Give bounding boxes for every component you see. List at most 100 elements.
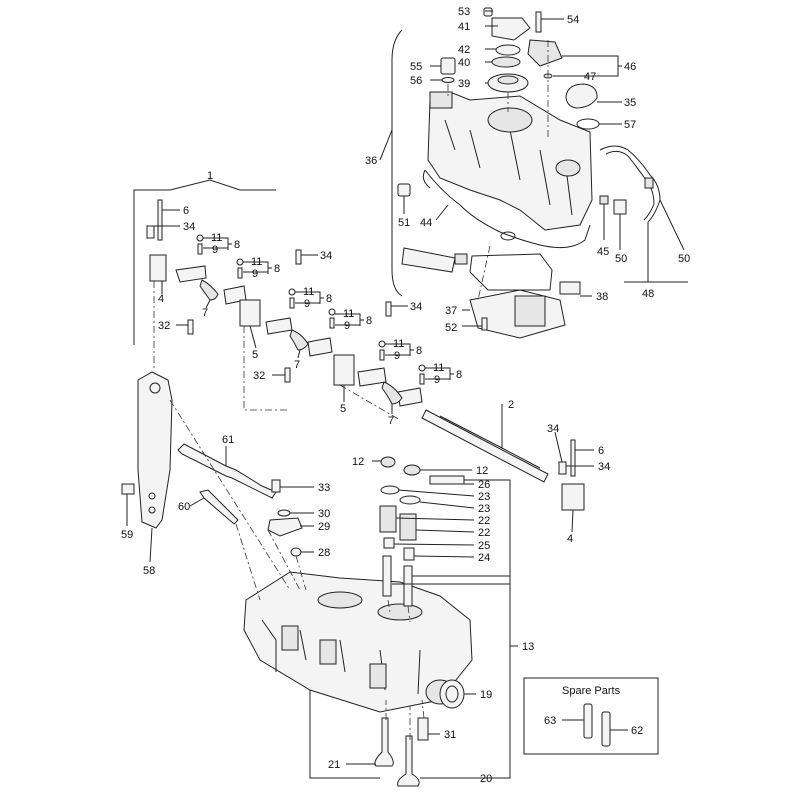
callout-32a: 32: [158, 320, 170, 332]
callout-5a: 5: [252, 349, 258, 361]
callout-40: 40: [458, 57, 470, 69]
callout-19: 19: [480, 689, 492, 701]
bracket-5a: [239, 299, 261, 327]
callout-37: 37: [445, 305, 457, 317]
callout-9e: 9: [394, 350, 400, 362]
spare-parts-frame: [523, 677, 659, 755]
valve-21: [374, 717, 394, 767]
guide-2: [403, 565, 413, 607]
callout-34c: 34: [410, 301, 422, 313]
callout-34d: 34: [547, 423, 559, 435]
rocker-arm-group: [133, 179, 594, 533]
guide-1: [382, 555, 392, 597]
callout-8a: 8: [234, 239, 240, 251]
retainer-23b: [399, 495, 421, 505]
callout-60: 60: [178, 501, 190, 513]
callout-23a: 23: [478, 491, 490, 503]
callout-53: 53: [458, 6, 470, 18]
callout-9b: 9: [252, 268, 258, 280]
callout-50a: 50: [615, 253, 627, 265]
bolt-52: [481, 317, 488, 331]
callout-51: 51: [398, 217, 410, 229]
hose-48: [599, 145, 661, 223]
callout-41: 41: [458, 21, 470, 33]
callout-2: 2: [508, 399, 514, 411]
sealant-tube: [401, 247, 456, 273]
callout-34b: 34: [320, 250, 332, 262]
callout-4b: 4: [567, 533, 573, 545]
callout-47: 47: [584, 71, 596, 83]
oil-cap-35: [565, 83, 598, 109]
callout-11a: 11: [211, 232, 222, 244]
callout-5b: 5: [340, 403, 346, 415]
callout-28: 28: [318, 547, 330, 559]
rocker-shaft-2: [421, 409, 549, 483]
ring-42: [495, 44, 521, 56]
callout-6b: 6: [598, 445, 604, 457]
spare-parts-title: Spare Parts: [562, 685, 621, 697]
callout-62: 62: [631, 725, 643, 737]
fitting-45: [599, 195, 609, 205]
callout-25: 25: [478, 540, 490, 552]
callout-21: 21: [328, 759, 340, 771]
callout-31: 31: [444, 729, 456, 741]
callout-22a: 22: [478, 515, 490, 527]
plug-51: [397, 183, 411, 197]
callout-9c: 9: [304, 298, 310, 310]
callouts-head: 61 12 12 26 23 23 22 22 25 24 33 30 29 2…: [121, 434, 534, 785]
gasket-plate: [469, 253, 553, 291]
callout-34e: 34: [598, 461, 610, 473]
spare-guide-62: [601, 711, 611, 747]
fitting-50: [613, 199, 627, 215]
bolt-33: [271, 479, 281, 493]
callout-42: 42: [458, 44, 470, 56]
callout-39: 39: [458, 78, 470, 90]
callout-1: 1: [207, 170, 213, 182]
gasket-44: [422, 169, 591, 249]
callout-29: 29: [318, 521, 330, 533]
callout-33: 33: [318, 482, 330, 494]
callout-8e: 8: [416, 345, 422, 357]
washer-30: [277, 509, 291, 517]
callout-8f: 8: [456, 369, 462, 381]
callout-7b: 7: [294, 359, 300, 371]
seal-24: [403, 547, 415, 561]
cylinder-head-group: [121, 371, 518, 787]
valve-cover-36: [427, 91, 593, 231]
rocker-arm-1: [175, 265, 207, 283]
callout-12a: 12: [352, 456, 364, 468]
clamp-29: [267, 517, 303, 537]
washer-40: [491, 56, 521, 68]
callout-9a: 9: [212, 244, 218, 256]
callout-34a: 34: [183, 221, 195, 233]
rocker-bracket-4: [149, 254, 167, 282]
callout-11b: 11: [251, 256, 262, 268]
sensor-46: [527, 39, 563, 67]
cap-12b: [403, 464, 421, 476]
callout-61: 61: [222, 434, 234, 446]
callout-12b: 12: [476, 465, 488, 477]
callout-48: 48: [642, 288, 654, 300]
callout-44: 44: [420, 217, 432, 229]
part-26: [429, 475, 465, 485]
valve-20: [397, 735, 420, 787]
spring-22a: [379, 505, 397, 533]
callout-11e: 11: [393, 338, 404, 350]
spring-7c: [381, 381, 403, 405]
callout-20: 20: [480, 773, 492, 785]
seal-19: [439, 679, 465, 709]
pin-31: [417, 717, 429, 741]
callout-57: 57: [624, 119, 636, 131]
bolt-53: [483, 7, 493, 17]
bolt-54: [535, 11, 542, 33]
callout-11f: 11: [433, 362, 444, 374]
plug-55: [440, 57, 456, 75]
callout-54: 54: [567, 14, 579, 26]
callout-9d: 9: [344, 320, 350, 332]
callout-59: 59: [121, 529, 133, 541]
callout-32b: 32: [253, 370, 265, 382]
cap-12a: [380, 456, 396, 468]
bolt-34: [146, 225, 155, 239]
spare-parts-box: Spare Parts 63 62: [523, 677, 659, 755]
callout-13: 13: [522, 641, 534, 653]
